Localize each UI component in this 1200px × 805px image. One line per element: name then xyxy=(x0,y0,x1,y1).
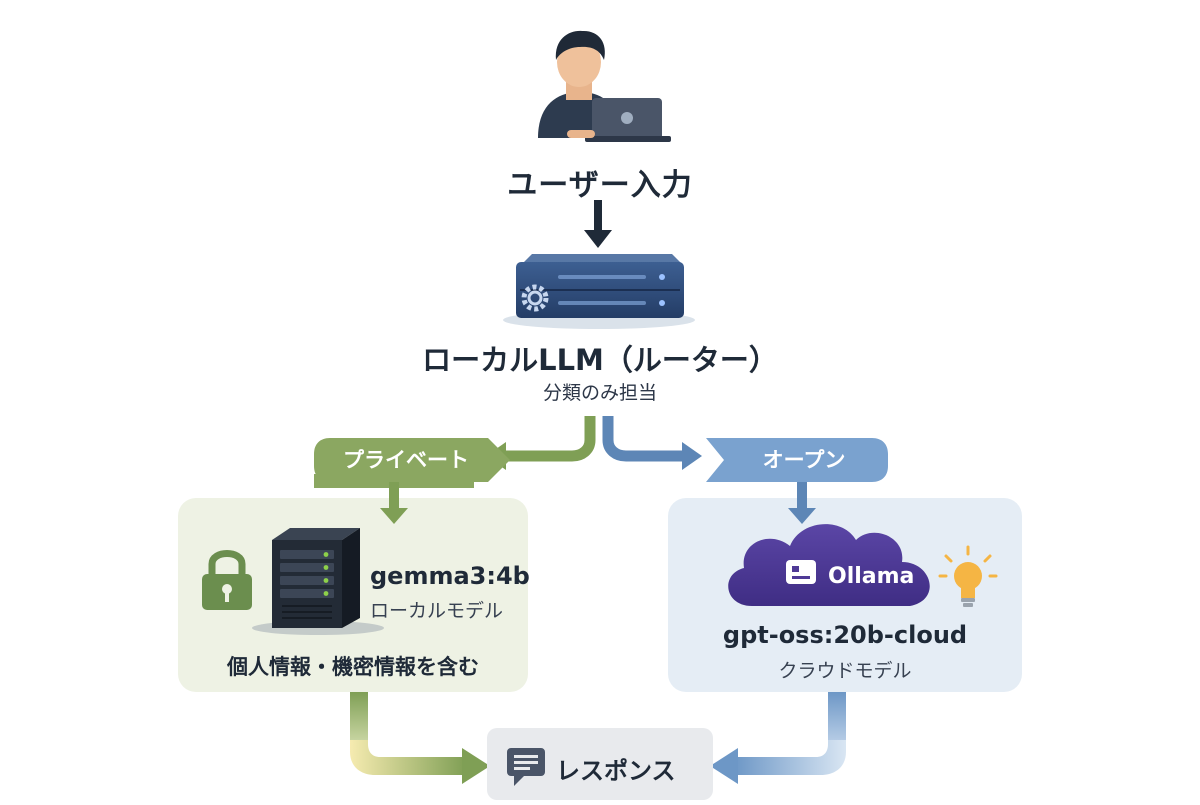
chat-bubble-icon xyxy=(507,748,545,786)
router-server-icon xyxy=(503,254,695,329)
router-title: ローカルLLM（ルーター） xyxy=(422,343,778,377)
user-input-title: ユーザー入力 xyxy=(507,168,693,203)
server-rack-icon xyxy=(252,528,384,635)
person-laptop-icon xyxy=(538,30,671,142)
router-subtitle: 分類のみ担当 xyxy=(542,382,658,404)
arrow-user-to-router xyxy=(584,200,612,248)
local-model-name: gemma3:4b xyxy=(370,562,530,590)
arrow-open-to-response xyxy=(710,692,846,784)
cloud-model-type: クラウドモデル xyxy=(778,660,912,682)
branch-label-open: オープン xyxy=(762,448,846,472)
arrow-open-down xyxy=(788,482,816,524)
local-model-type: ローカルモデル xyxy=(370,600,504,622)
arrow-private-down xyxy=(380,482,408,524)
ollama-cloud-icon xyxy=(728,524,930,606)
cloud-model-name: gpt-oss:20b-cloud xyxy=(722,621,968,649)
response-box xyxy=(487,728,713,800)
gear-icon xyxy=(521,284,549,312)
private-data-note: 個人情報・機密情報を含む xyxy=(227,655,479,679)
lightbulb-icon xyxy=(938,545,998,607)
branch-open xyxy=(602,416,888,482)
lock-icon xyxy=(202,550,252,610)
ollama-brand-label: Ollama xyxy=(828,564,915,589)
label-tag-open xyxy=(706,438,888,482)
branch-private xyxy=(314,416,596,488)
arrow-private-to-response xyxy=(350,692,490,784)
response-label: レスポンス xyxy=(556,757,676,785)
label-tag-private xyxy=(314,438,510,482)
branch-label-private: プライベート xyxy=(343,448,469,472)
